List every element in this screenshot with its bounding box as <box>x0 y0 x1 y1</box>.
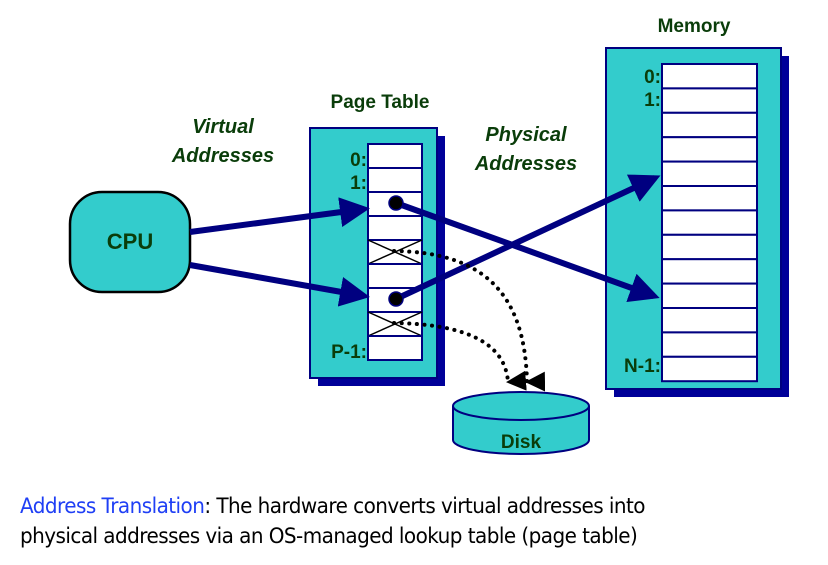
page-table-entry <box>367 335 423 361</box>
memory-label-0: 0: <box>644 67 661 88</box>
cpu-node: CPU <box>68 190 192 294</box>
memory-label-last: N-1: <box>624 356 661 377</box>
memory-cell <box>661 355 758 383</box>
memory-cell <box>661 185 758 212</box>
memory-cell <box>661 209 758 236</box>
disk: Disk <box>452 391 590 455</box>
caption-line-2: physical addresses via an OS-managed loo… <box>20 524 638 549</box>
virtual-arrow-1 <box>189 197 370 235</box>
page-table-label-1: 1: <box>350 173 367 194</box>
memory-cell <box>661 233 758 261</box>
memory-cell <box>661 160 758 188</box>
memory-cell <box>661 258 758 285</box>
virtual-label-line2: Addresses <box>171 145 274 167</box>
memory-cell <box>661 63 758 90</box>
caption-line-1-rest: : The hardware converts virtual addresse… <box>204 494 645 519</box>
mapping-arrows <box>189 174 661 392</box>
page-table-entry <box>367 143 423 169</box>
memory-rows <box>661 63 758 383</box>
page-table-entry <box>367 263 423 289</box>
disk-arrow-row7 <box>392 321 527 391</box>
physical-label-line1: Physical <box>485 124 567 146</box>
disk-top <box>452 391 590 421</box>
caption-line-1: Address Translation: The hardware conver… <box>20 492 764 522</box>
pointer-dot-row2 <box>388 195 404 211</box>
caption: Address Translation: The hardware conver… <box>20 492 764 552</box>
virtual-addresses-label: Virtual Addresses <box>171 116 274 167</box>
page-table-entry <box>367 167 423 193</box>
virtual-arrow-2 <box>189 262 370 307</box>
pointer-dot-row6 <box>388 291 404 307</box>
page-table-label-0: 0: <box>350 150 367 171</box>
virtual-label-line1: Virtual <box>192 116 254 138</box>
page-table-entry <box>367 215 423 241</box>
physical-addresses-label: Physical Addresses <box>474 124 577 175</box>
physical-label-line2: Addresses <box>474 153 577 175</box>
memory-cell <box>661 87 758 114</box>
memory-cell <box>661 136 758 163</box>
page-table-title: Page Table <box>331 92 430 113</box>
memory-cell <box>661 331 758 358</box>
cpu-box <box>68 190 192 294</box>
caption-term: Address Translation <box>20 494 205 519</box>
physical-arrow-row6 <box>394 174 661 302</box>
memory-title: Memory <box>658 16 731 37</box>
memory-cell <box>661 307 758 334</box>
disk-label: Disk <box>501 432 542 453</box>
disk-arrow-row4 <box>392 249 546 392</box>
cpu-label: CPU <box>107 229 153 254</box>
physical-arrow-row2 <box>394 200 660 302</box>
page-table-rows <box>367 143 423 361</box>
page-table: Page Table 0: 1: P-1: <box>309 92 445 386</box>
address-translation-diagram: CPU Virtual Addresses Page Table 0: 1: P… <box>68 16 789 455</box>
memory-label-1: 1: <box>644 90 661 111</box>
memory: Memory 0: 1: N-1: <box>605 16 789 397</box>
page-table-label-last: P-1: <box>331 342 367 363</box>
memory-cell <box>661 282 758 310</box>
memory-cell <box>661 111 758 139</box>
